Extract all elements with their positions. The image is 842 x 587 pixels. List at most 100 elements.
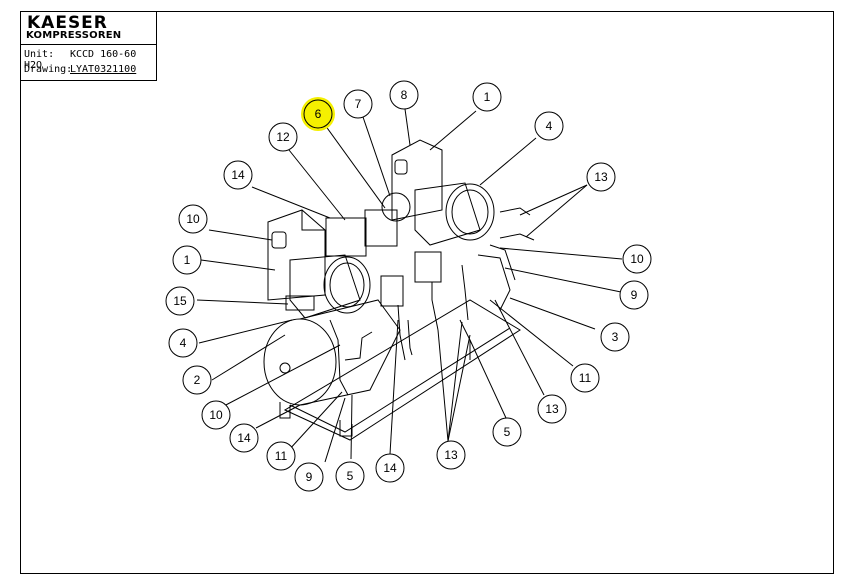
callout-circle — [268, 122, 298, 152]
drawing-label: Drawing: — [24, 64, 73, 75]
callout-circle — [436, 440, 466, 470]
unit-label: Unit: — [24, 49, 55, 60]
callout-13: 13 — [436, 440, 466, 470]
callout-label: 13 — [594, 170, 608, 184]
callout-label: 11 — [275, 449, 288, 463]
callout-label: 10 — [630, 252, 644, 266]
pressure-switch-left — [380, 275, 404, 307]
callout-11: 11 — [266, 441, 296, 471]
receiver-tank — [263, 299, 401, 437]
callout-circle — [303, 99, 333, 129]
callout-circle — [570, 363, 600, 393]
unit-row: Unit:KCCD 160-60 H2O — [24, 49, 156, 71]
callout-highlight — [301, 97, 335, 131]
callout-label: 10 — [186, 212, 200, 226]
kaeser-logo: KAESER KOMPRESSOREN — [21, 12, 156, 45]
callout-label: 14 — [383, 461, 397, 475]
callout-circle — [343, 89, 373, 119]
callout-circle — [492, 417, 522, 447]
compressor-left — [267, 209, 371, 319]
callout-circle — [472, 82, 502, 112]
callout-label: 5 — [504, 425, 511, 439]
callout-10: 10 — [178, 204, 208, 234]
callout-circle — [182, 365, 212, 395]
callout-label: 1 — [484, 90, 491, 104]
callout-14: 14 — [223, 160, 253, 190]
callout-label: 1 — [184, 253, 191, 267]
callout-circle — [294, 462, 324, 492]
callout-label: 2 — [194, 373, 201, 387]
callout-4: 4 — [168, 328, 198, 358]
callout-13: 13 — [586, 162, 616, 192]
callout-circle — [335, 461, 365, 491]
callout-14: 14 — [229, 423, 259, 453]
pressure-switch-right — [414, 251, 442, 283]
callout-label: 4 — [180, 336, 187, 350]
callout-label: 6 — [315, 107, 322, 121]
logo-subtitle: KOMPRESSOREN — [26, 30, 122, 41]
callout-13: 13 — [537, 394, 567, 424]
callout-circle — [375, 453, 405, 483]
callout-6: 6 — [303, 99, 333, 129]
callout-9: 9 — [294, 462, 324, 492]
callout-10: 10 — [622, 244, 652, 274]
callout-14: 14 — [375, 453, 405, 483]
callout-label: 14 — [231, 168, 245, 182]
pipework — [329, 207, 535, 396]
leader-lines — [196, 108, 623, 463]
callout-circle — [622, 244, 652, 274]
callout-label: 13 — [444, 448, 458, 462]
control-box-center — [364, 209, 398, 247]
unit-value: KCCD 160-60 H2O — [24, 49, 137, 71]
callout-label: 10 — [209, 408, 223, 422]
drawing-frame — [20, 11, 834, 574]
callout-label: 13 — [545, 402, 559, 416]
callout-7: 7 — [343, 89, 373, 119]
callout-1: 1 — [172, 245, 202, 275]
callout-9: 9 — [619, 280, 649, 310]
callout-10: 10 — [201, 400, 231, 430]
callout-label: 3 — [612, 330, 619, 344]
callout-circle — [223, 160, 253, 190]
callout-label: 7 — [355, 97, 362, 111]
callout-15: 15 — [165, 286, 195, 316]
callout-1: 1 — [472, 82, 502, 112]
base-frame-rail — [289, 327, 511, 433]
callout-label: 8 — [401, 88, 408, 102]
callout-4: 4 — [534, 111, 564, 141]
control-box-left — [325, 217, 367, 257]
callout-label: 14 — [237, 431, 251, 445]
logo-brand: KAESER — [27, 13, 108, 33]
callout-circle — [165, 286, 195, 316]
callout-label: 12 — [276, 130, 290, 144]
callout-3: 3 — [600, 322, 630, 352]
callout-circle — [586, 162, 616, 192]
base-frame — [283, 299, 521, 441]
callout-circle — [168, 328, 198, 358]
callout-11: 11 — [570, 363, 600, 393]
callout-label: 4 — [546, 119, 553, 133]
callout-5: 5 — [335, 461, 365, 491]
callout-label: 9 — [631, 288, 638, 302]
callout-8: 8 — [389, 80, 419, 110]
callout-circle — [229, 423, 259, 453]
callout-circle — [172, 245, 202, 275]
callout-2: 2 — [182, 365, 212, 395]
callout-circle — [178, 204, 208, 234]
callout-circle — [600, 322, 630, 352]
callout-circle — [201, 400, 231, 430]
callout-5: 5 — [492, 417, 522, 447]
callout-circle — [389, 80, 419, 110]
callout-circle — [537, 394, 567, 424]
callout-label: 5 — [347, 469, 354, 483]
callout-label: 15 — [173, 294, 187, 308]
compressor-right — [391, 139, 495, 246]
callout-circle — [534, 111, 564, 141]
callout-circle — [266, 441, 296, 471]
gauge — [381, 192, 411, 222]
callout-circle — [619, 280, 649, 310]
callout-12: 12 — [268, 122, 298, 152]
drawing-value: LYAT0321100 — [70, 64, 137, 75]
callout-label: 11 — [579, 371, 592, 385]
